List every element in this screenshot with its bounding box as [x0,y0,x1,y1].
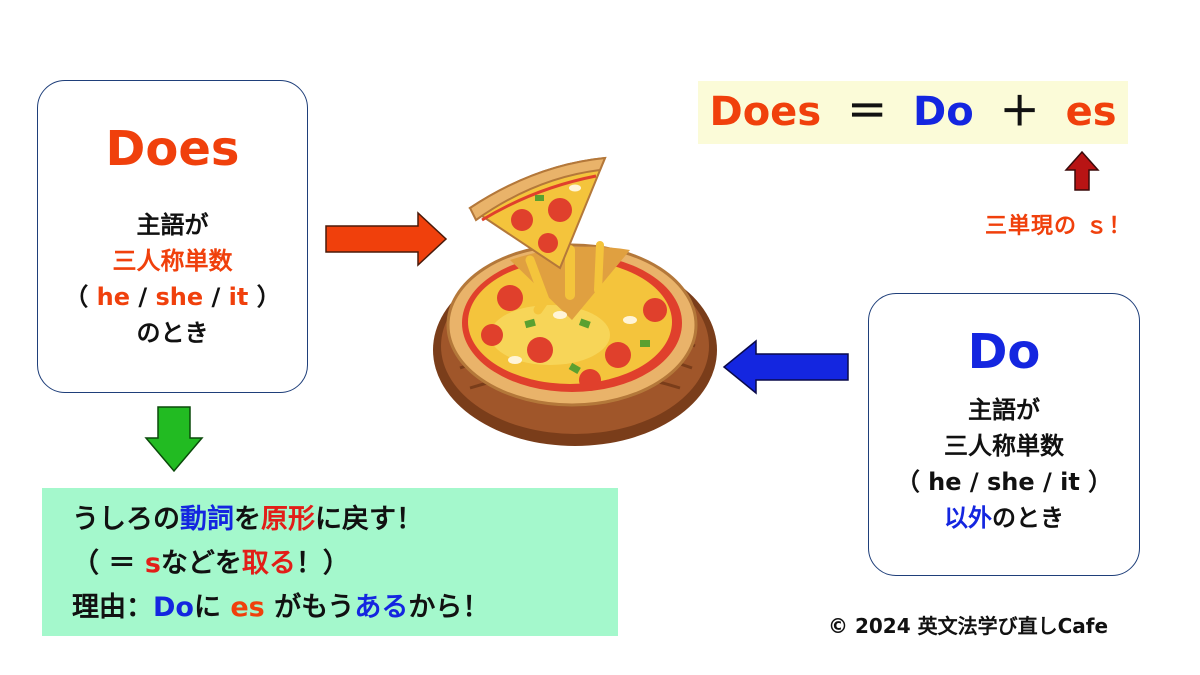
do-subject-label: 主語が [968,396,1040,424]
formula-box: Does ＝ Do ＋ es [698,81,1128,144]
do-pronouns: （ he / she / it ） [895,468,1113,496]
formula-equals: ＝ [847,89,888,135]
arrow-right-icon [325,211,448,267]
formula-plus: ＋ [999,89,1040,135]
note-line-1: うしろの動詞を原形に戻す！ [72,504,423,535]
does-third-person-singular: 三人称単数 [112,247,233,275]
do-third-person-singular: 三人称単数 [944,432,1064,460]
pizza-illustration [433,156,717,446]
formula-does: Does [709,89,822,135]
formula-do: Do [913,89,974,135]
do-title: Do [967,324,1041,380]
do-box: Do 主語が 三人称単数 （ he / she / it ） 以外のとき [868,293,1140,576]
does-title: Does [105,121,240,177]
arrow-up-icon [1064,150,1100,191]
explanation-note: うしろの動詞を原形に戻す！ （ ＝ sなどを取る！） 理由：Doに es がもう… [42,488,618,636]
does-box: Does 主語が 三人称単数 （ he / she / it ） のとき [37,80,308,393]
arrow-left-icon [722,339,849,395]
copyright-notice: © 2024 英文法学び直しCafe [828,614,1109,638]
does-when-label: のとき [136,319,209,347]
arrow-down-icon [144,406,204,473]
third-person-s-label: 三単現の ｓ！ [985,214,1132,239]
do-when-label: 以外のとき [944,504,1064,532]
does-subject-label: 主語が [136,211,209,239]
note-line-3: 理由：Doに es がもうあるから！ [72,592,490,623]
note-line-2: （ ＝ sなどを取る！） [72,548,350,579]
formula-es: es [1065,89,1117,135]
does-pronouns: （ he / she / it ） [64,283,281,311]
